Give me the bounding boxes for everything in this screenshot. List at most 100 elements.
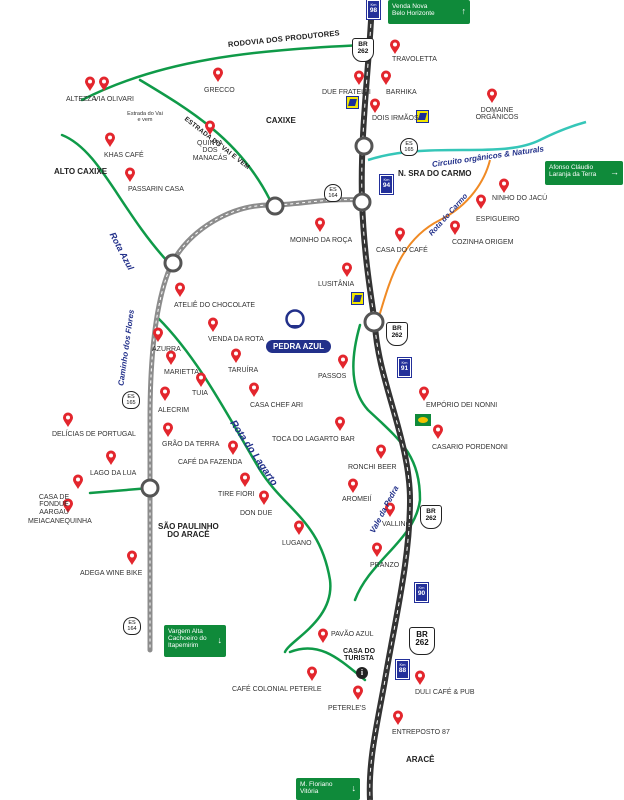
poi-label: PRANZO: [370, 562, 400, 569]
rodovia-produtores-line: [80, 43, 367, 102]
map-pin-icon: [385, 502, 395, 517]
poi-label: VALLINO: [382, 521, 412, 528]
br-gas-station-icon: [415, 414, 431, 426]
arrow-up-icon: ↑: [461, 6, 467, 17]
poi-label: DOIS IRMÃOS: [372, 115, 419, 122]
rota-lagarto-line: [156, 316, 332, 654]
pedra-azul-icon: [285, 309, 305, 329]
map-pin-icon: [196, 372, 206, 387]
map-pin-icon: [249, 382, 259, 397]
map-pin-icon: [259, 490, 269, 505]
map-pin-icon: [63, 498, 73, 513]
lake-branch-line: [88, 486, 152, 495]
poi-label: DELÍCIAS DE PORTUGAL: [52, 431, 136, 438]
poi-label: CASA DO CAFÉ: [376, 247, 428, 254]
poi-label: PASSOS: [318, 373, 347, 380]
map-pin-icon: [499, 178, 509, 193]
map-pin-icon: [208, 317, 218, 332]
poi-label: BARHIKA: [386, 89, 417, 96]
sign-m-floriano: M. Floriano Vitória ↓: [296, 778, 360, 800]
map-pin-icon: [390, 39, 400, 54]
map-pin-icon: [354, 70, 364, 85]
place-n-sra-do-carmo: N. SRA DO CARMO: [398, 169, 472, 178]
map-pin-icon: [85, 76, 95, 91]
gas-station-icon: [351, 292, 364, 305]
poi-label: MOINHO DA ROÇA: [290, 237, 353, 244]
poi-label: ADEGA WINE BIKE: [80, 570, 143, 577]
poi-label: VENDA DA ROTA: [208, 336, 264, 343]
poi-label: MARIETTA: [164, 369, 199, 376]
sign-afonso-claudio: Afonso Cláudio Laranja da Terra →: [545, 161, 623, 185]
poi-label: CASARIO PORDENONI: [432, 444, 508, 451]
poi-label: CASA CHEF ARI: [250, 402, 303, 409]
poi-label: LAGO DA LUA: [90, 470, 137, 477]
map-pin-icon: [163, 422, 173, 437]
map-pin-icon: [63, 412, 73, 427]
poi-label: KHAS CAFÉ: [104, 152, 144, 159]
arrow-down-icon: ↓: [351, 783, 357, 794]
poi-label: PASSARIN CASA: [128, 186, 184, 193]
map-pin-icon: [205, 120, 215, 135]
poi-label: LUSITÂNIA: [318, 281, 355, 288]
poi-label: ESPIGUEIRO: [476, 216, 520, 223]
gas-station-icon: [346, 96, 359, 109]
poi-label: CASA DE FONDUE AARGAU: [38, 494, 70, 516]
poi-label: GRÃO DA TERRA: [162, 441, 220, 448]
rota-azul-line: [60, 133, 170, 264]
map-pin-icon: [395, 227, 405, 242]
map-pin-icon: [338, 354, 348, 369]
map-pin-icon: [166, 350, 176, 365]
map-pin-icon: [433, 424, 443, 439]
map-pin-icon: [125, 167, 135, 182]
map-pin-icon: [419, 386, 429, 401]
roundabout-top: [354, 136, 374, 156]
roundabout-sao-paulinho: [140, 478, 160, 498]
arrow-right-icon: →: [610, 167, 619, 178]
poi-label: GRECCO: [204, 87, 235, 94]
poi-label: TUIA: [192, 390, 208, 397]
poi-label: ATELIÊ DO CHOCOLATE: [174, 302, 256, 309]
poi-label: PETERLE'S: [328, 705, 366, 712]
map-pin-icon: [353, 685, 363, 700]
map-pin-icon: [381, 70, 391, 85]
map-pin-icon: [105, 132, 115, 147]
map-pin-icon: [393, 710, 403, 725]
poi-label: TOCA DO LAGARTO BAR: [272, 436, 355, 443]
roundabout-carmo: [352, 192, 372, 212]
map-pin-icon: [240, 472, 250, 487]
poi-label: AZURRA: [152, 346, 181, 353]
sign-vargem-alta: Vargem Alta Cachoeiro do Itapemirim ↓: [164, 625, 226, 657]
poi-label: AROMEIÍ: [342, 496, 372, 503]
map-pin-icon: [213, 67, 223, 82]
roundabout-es164: [265, 196, 285, 216]
map-pin-icon: [415, 670, 425, 685]
poi-label: RONCHI BEER: [348, 464, 397, 471]
place-arace: ARACÊ: [406, 755, 435, 764]
map-pin-icon: [99, 76, 109, 91]
map-pin-icon: [450, 220, 460, 235]
map-pin-icon: [487, 88, 497, 103]
roundabout-rota-azul: [163, 253, 183, 273]
map-pin-icon: [335, 416, 345, 431]
poi-label: MEIACANEQUINHA: [28, 518, 92, 525]
poi-label: DON DUE: [240, 510, 273, 517]
poi-label: DUE FRATELLI: [322, 89, 371, 96]
map-pin-icon: [315, 217, 325, 232]
map-pin-icon: [231, 348, 241, 363]
estrada-vai-vem-small-label: Estrada do Vai e vem: [127, 111, 163, 123]
map-pin-icon: [348, 478, 358, 493]
poi-label: CAFÉ DA FAZENDA: [178, 459, 243, 466]
poi-label: COZINHA ORIGEM: [452, 239, 514, 246]
poi-label: PAVÃO AZUL: [331, 631, 374, 638]
